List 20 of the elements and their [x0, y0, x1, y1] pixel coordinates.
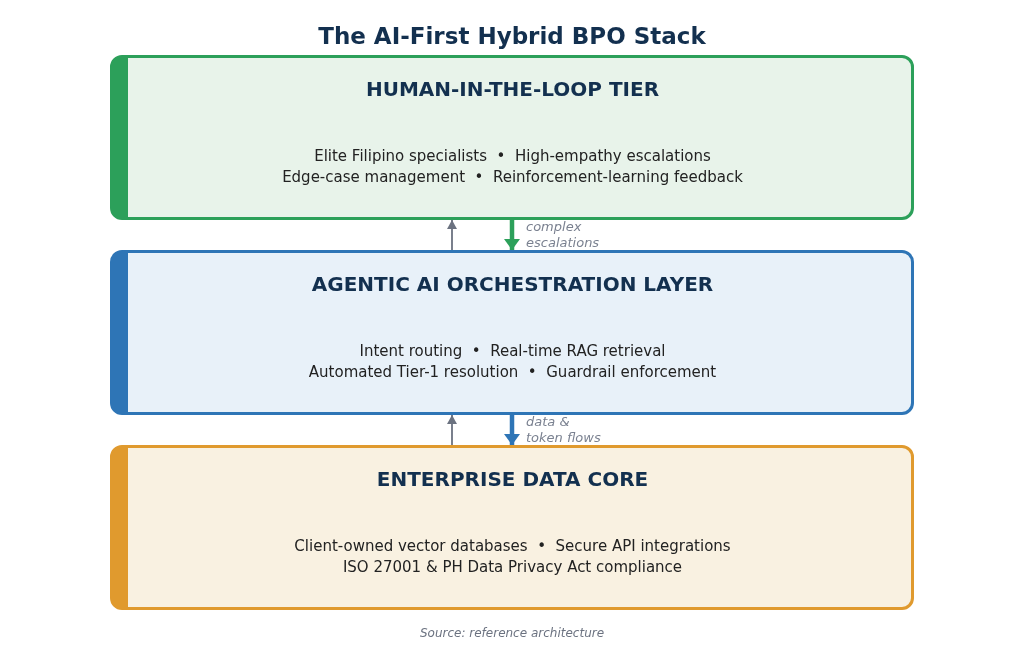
tier-panel: [110, 445, 914, 610]
feature-list: Edge-case management • Reinforcement-learning feedback: [282, 167, 743, 187]
edge-label: data & token flows: [526, 414, 602, 446]
arrow: [504, 220, 520, 250]
arrow: [504, 415, 520, 445]
arrow: [447, 414, 457, 446]
diagram-title: The AI-First Hybrid BPO Stack: [317, 22, 707, 51]
feature-list: Client-owned vector databases • Secure API integrations: [294, 536, 731, 556]
feature-list: ISO 27001 & PH Data Privacy Act compliance: [342, 557, 683, 577]
tier-heading: HUMAN-IN-THE-LOOP TIER: [365, 77, 660, 101]
feature-list: Elite Filipino specialists • High-empathy escalations: [314, 146, 711, 166]
arrow: [447, 219, 457, 251]
edge-label: complex escalations: [526, 219, 601, 251]
tier-panel: [110, 250, 914, 415]
tier-heading: AGENTIC AI ORCHESTRATION LAYER: [311, 272, 714, 296]
feature-list: Intent routing • Real-time RAG retrieval: [359, 341, 666, 361]
tier-panel: [110, 55, 914, 220]
tier-heading: ENTERPRISE DATA CORE: [376, 467, 649, 491]
feature-list: Automated Tier-1 resolution • Guardrail enforcement: [308, 362, 717, 382]
source-caption: Source: reference architecture: [418, 625, 606, 641]
